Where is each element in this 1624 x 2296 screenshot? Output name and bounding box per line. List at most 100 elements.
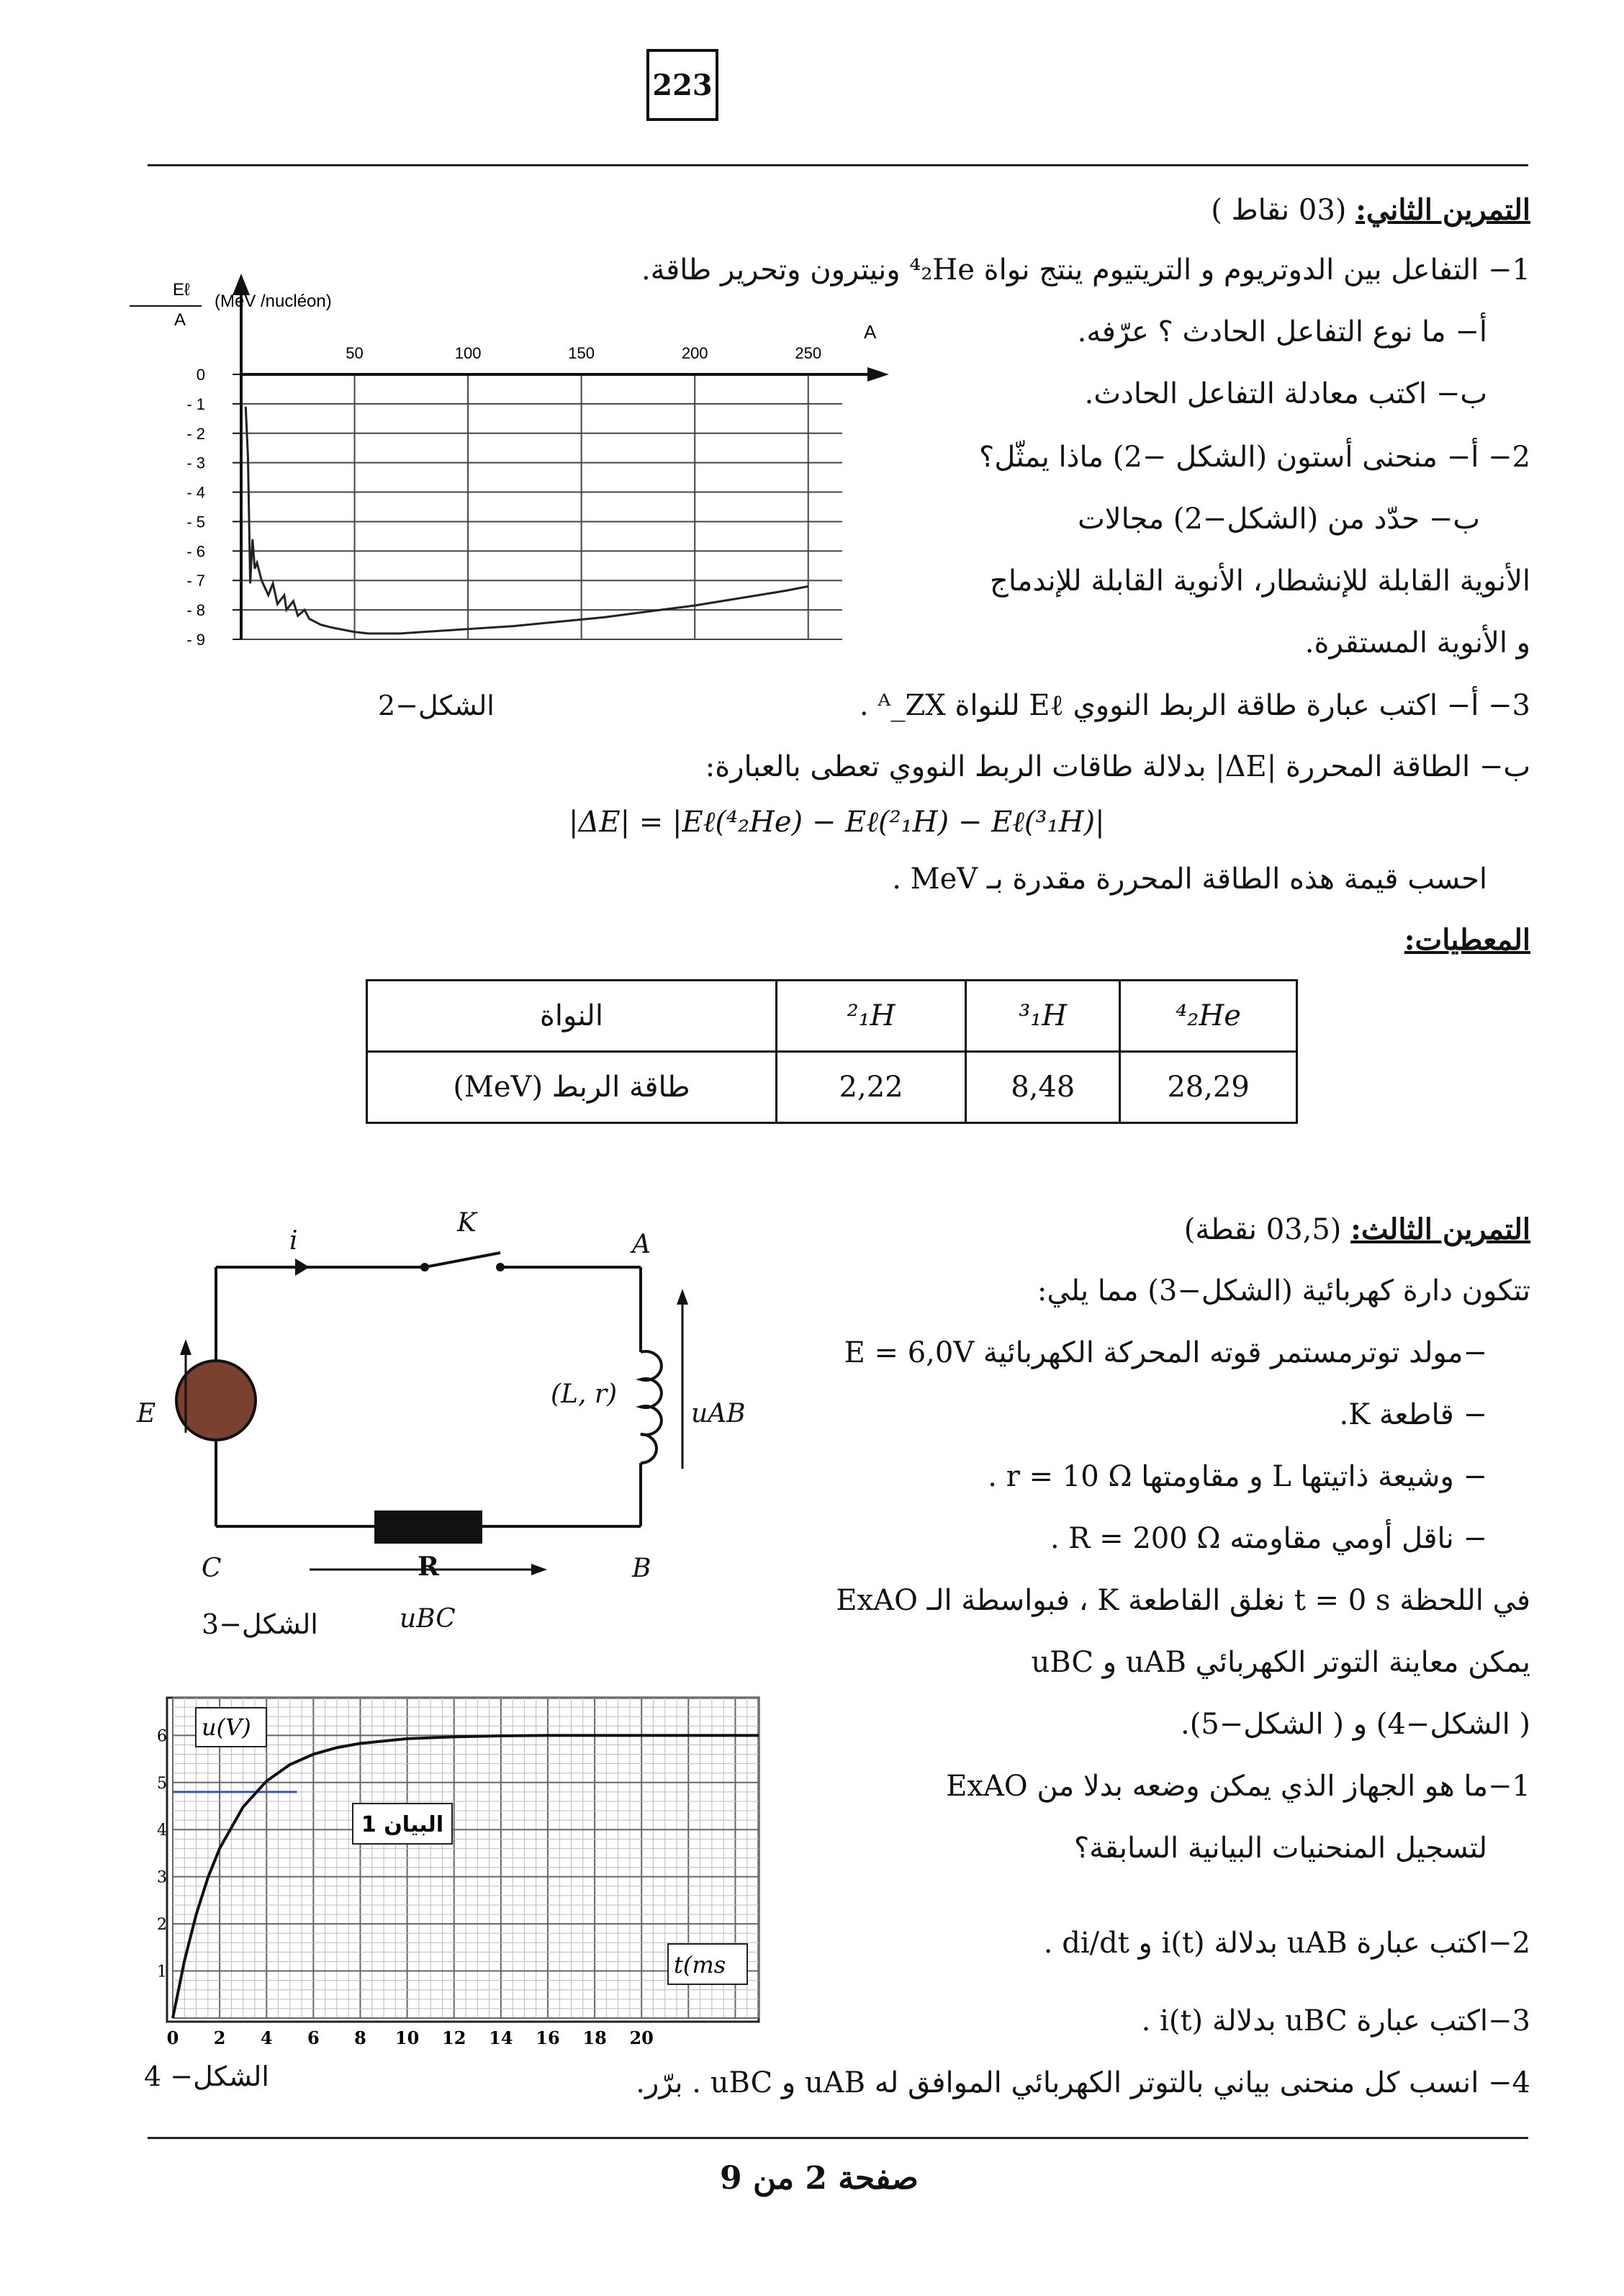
aston-ylabel-unit: (MeV /nucléon): [215, 292, 332, 311]
graph4-x-tick-label: 14: [489, 2027, 513, 2048]
label-R: R: [418, 1552, 440, 1582]
graph4-y-tick-label: 2: [157, 1916, 167, 1934]
graph4-x-tick-label: 8: [354, 2027, 366, 2048]
aston-x-tick-label: 200: [682, 344, 708, 362]
graph4-x-tick-label: 6: [307, 2027, 320, 2048]
aston-x-arrow: [867, 367, 889, 382]
graph4-xlabel: t(ms: [674, 1951, 726, 1978]
graph4-x-tick-label: 16: [536, 2027, 559, 2048]
ex2-q2a: 2− أ− منحنى أستون (الشكل −2) ماذا يمثّل؟: [978, 441, 1530, 474]
graph4-y-tick-label: 6: [157, 1727, 167, 1745]
figure4-caption: الشكل− 4: [144, 2061, 269, 2092]
switch-contact-left: [420, 1263, 429, 1271]
graph4-curve-label-box: [352, 1803, 453, 1845]
label-ubc: uBC: [400, 1604, 456, 1634]
table-value-he4: 28,29: [1119, 1050, 1298, 1124]
label-B: B: [631, 1554, 651, 1583]
label-C: C: [202, 1554, 222, 1583]
ex2-q1b: ب− اكتب معادلة التفاعل الحادث.: [1084, 377, 1487, 410]
ex2-formula: |ΔE| = |Eℓ(⁴₂He) − Eℓ(²₁H) − Eℓ(³₁H)|: [569, 806, 1105, 839]
top-divider: [148, 164, 1528, 166]
aston-x-tick-label: 250: [795, 344, 821, 362]
graph4-ylabel-box: [195, 1707, 267, 1747]
table-row: النواة ²₁H ³₁H ⁴₂He: [366, 979, 1298, 1053]
table-header-label: النواة: [366, 979, 777, 1053]
ex3-q3: 3−اكتب عبارة uBC بدلالة i(t) .: [1141, 2004, 1530, 2038]
ex2-q3a: 3− أ− اكتب عبارة طاقة الربط النووي Eℓ لل…: [859, 689, 1530, 722]
circuit-diagram: K i A B C E (L, r) uAB R uBC: [136, 1208, 746, 1634]
resistor-symbol: [374, 1511, 482, 1544]
ex3-item3: − وشيعة ذاتيتها L و مقاومتها r = 10 Ω .: [988, 1460, 1487, 1493]
ex3-item2: − قاطعة K.: [1339, 1398, 1487, 1431]
ex2-givens: المعطيات:: [1404, 923, 1530, 957]
table-value-h3: 8,48: [965, 1050, 1122, 1124]
ex3-item1: −مولد توترمستمر قوته المحركة الكهربائية …: [844, 1336, 1487, 1369]
table-row: طاقة الربط (MeV) 2,22 8,48 28,29: [366, 1050, 1298, 1124]
aston-x-tick-label: 50: [346, 344, 363, 362]
aston-x-tick-label: 100: [455, 344, 482, 362]
aston-grid: [241, 374, 842, 640]
table-value-h2: 2,22: [775, 1050, 967, 1124]
graph4-y-ticks: 1 2 3 4 5 6: [157, 1727, 167, 1981]
ex2-q3b: ب− الطاقة المحررة |ΔE| بدلالة طاقات الرب…: [705, 750, 1530, 783]
ex3-p2: يمكن معاينة التوتر الكهربائي uAB و uBC: [1031, 1646, 1530, 1679]
graph4-x-tick-label: 10: [395, 2027, 419, 2048]
label-uab: uAB: [691, 1399, 746, 1428]
ex3-q2: 2−اكتب عبارة uAB بدلالة i(t) و di/dt .: [1043, 1927, 1530, 1960]
graph4-x-tick-label: 4: [261, 2027, 273, 2048]
figure3-caption: الشكل−3: [202, 1608, 318, 1640]
graph4-xlabel-box: [667, 1943, 748, 1985]
graph4-curve-series: [171, 1734, 759, 2019]
ex3-q4: 4− انسب كل منحنى بياني بالتوتر الكهربائي…: [636, 2066, 1530, 2099]
aston-y-tick-label: - 5: [186, 513, 205, 531]
graph4-y-tick-label: 3: [157, 1869, 167, 1887]
aston-y-tick-label: - 8: [186, 601, 205, 619]
page-number-box: 223: [646, 49, 718, 121]
graph4-ylabel: u(V): [202, 1714, 251, 1741]
label-E: E: [136, 1399, 155, 1428]
graph4-y-tick-label: 1: [157, 1963, 167, 1981]
label-coil: (L, r): [551, 1379, 617, 1409]
ex2-q1a: أ− ما نوع التفاعل الحادث ؟ عرّفه.: [1077, 315, 1487, 348]
graph4-x-tick-label: 2: [214, 2027, 226, 2048]
ex3-p3: ( الشكل−4) و ( الشكل−5).: [1181, 1708, 1530, 1741]
graph4-x-tick-label: 0: [167, 2027, 179, 2048]
aston-ylabel-den: A: [174, 310, 186, 330]
generator-symbol: [175, 1359, 257, 1441]
current-arrow: [295, 1259, 310, 1276]
exercise3-title: التمرين الثالث:: [1350, 1212, 1530, 1246]
aston-y-tick-label: - 3: [186, 454, 205, 472]
graph4-y-tick-label: 5: [157, 1775, 167, 1793]
page-footer: صفحة 2 من 9: [720, 2160, 919, 2197]
aston-y-tick-label: - 4: [186, 484, 205, 502]
switch-contact-right: [496, 1263, 505, 1271]
circuit-wires: [215, 1251, 642, 1528]
ex3-item4: − ناقل أومي مقاومته R = 200 Ω .: [1050, 1522, 1487, 1555]
table-nucleus-h2: ²₁H: [775, 979, 967, 1053]
label-i: i: [289, 1226, 298, 1256]
aston-y-tick-label: - 7: [186, 572, 205, 590]
table-nucleus-h3: ³₁H: [965, 979, 1122, 1053]
aston-y-arrow: [233, 274, 250, 295]
table-row-label: طاقة الربط (MeV): [366, 1050, 777, 1124]
aston-xlabel: A: [864, 321, 877, 343]
coil-symbol: [635, 1350, 663, 1464]
ex3-q1-cont: لتسجيل المنحنيات البيانية السابقة؟: [1073, 1832, 1487, 1865]
graph4-x-tick-label: 20: [629, 2027, 653, 2048]
exercise2-points: (03 نقاط ): [1211, 194, 1347, 227]
graph4-frame: [166, 1696, 760, 2023]
graph4-curve-label: البيان 1: [361, 1812, 443, 1837]
exercise3-points: (03,5 نقطة): [1183, 1213, 1342, 1246]
graph4-y-tick-label: 4: [157, 1822, 167, 1840]
ex2-q2b: ب− حدّد من (الشكل−2) مجالات: [1078, 503, 1480, 536]
aston-y-tick-label: - 1: [186, 395, 205, 413]
aston-y-ticks: 0- 1- 2- 3- 4- 5- 6- 7- 8- 9: [186, 366, 241, 649]
ex2-q2b-cont1: الأنوية القابلة للإنشطار، الأنوية القابل…: [990, 564, 1530, 598]
aston-y-tick-label: - 9: [186, 631, 205, 649]
aston-y-tick-label: - 6: [186, 542, 205, 560]
emf-arrow-head: [180, 1339, 191, 1355]
